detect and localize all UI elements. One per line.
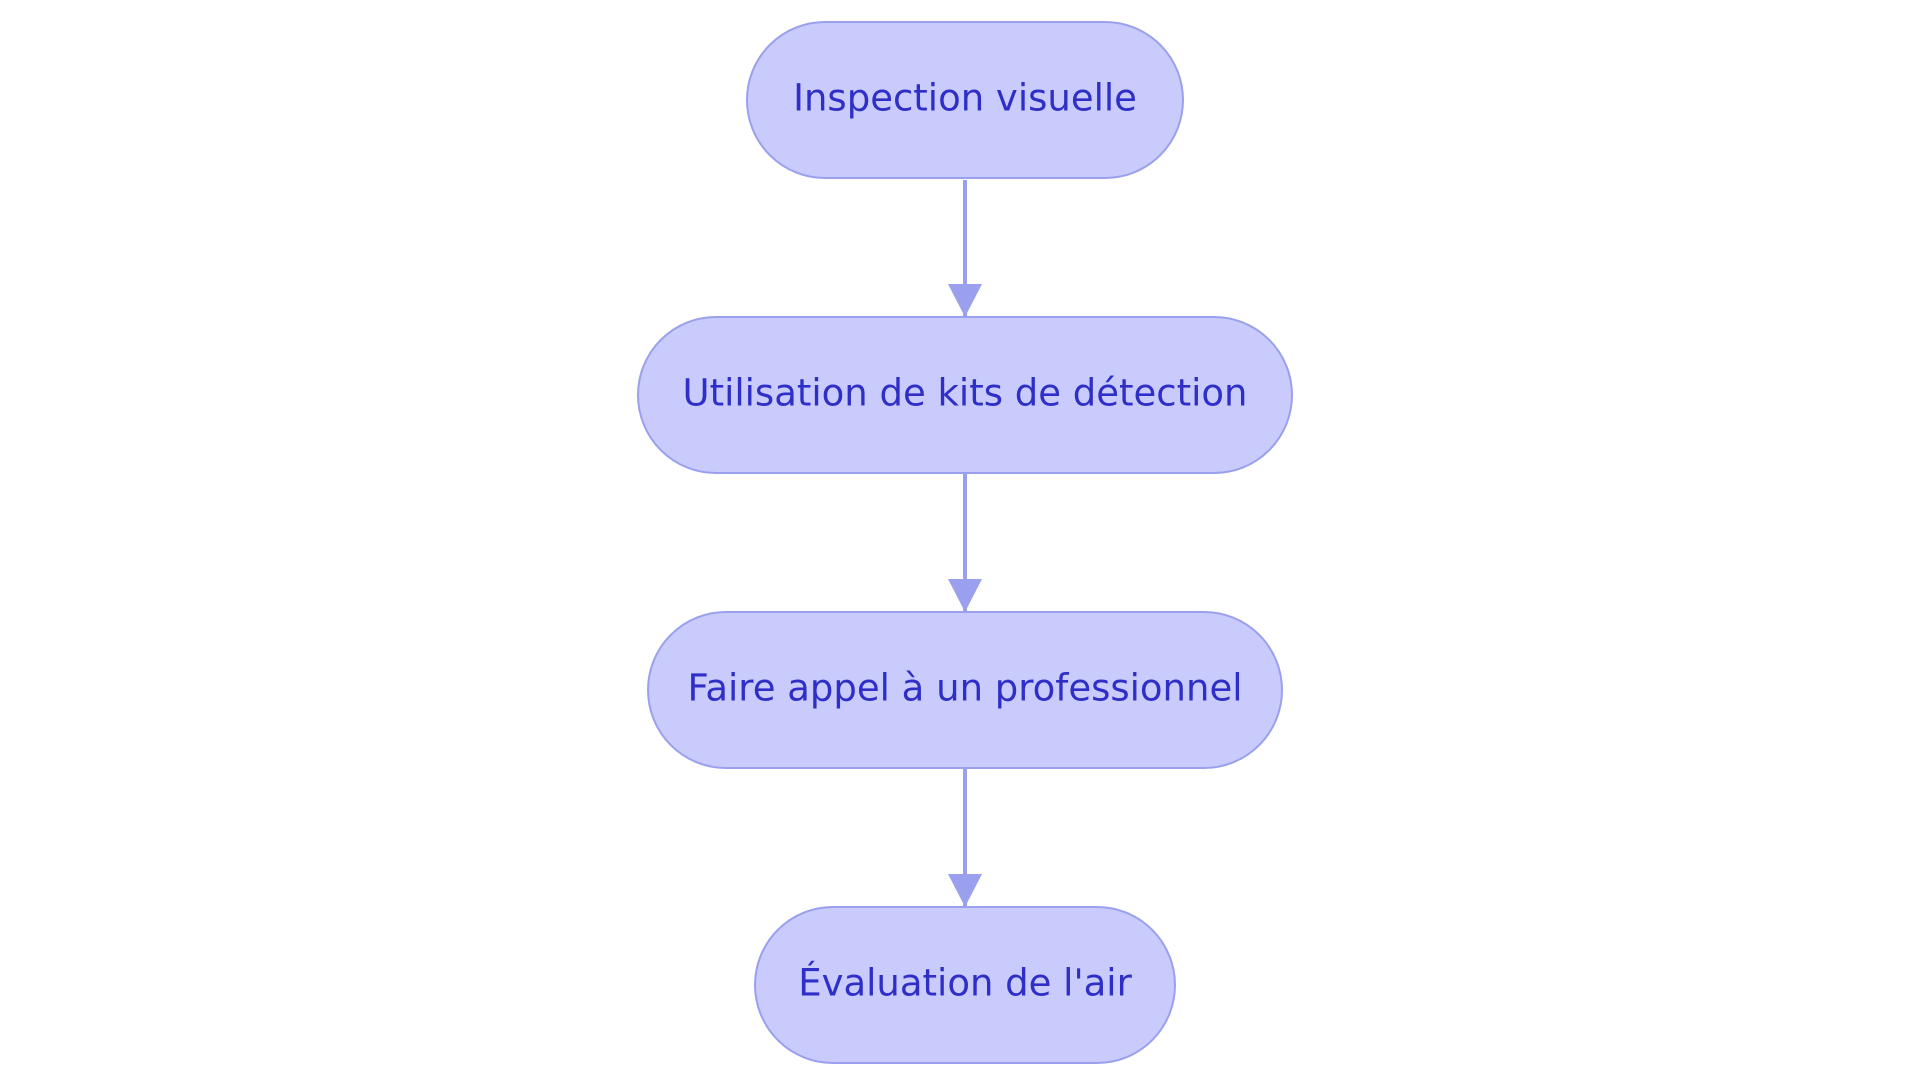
node-shape: [637, 316, 1293, 474]
arrowhead-inspection-to-kits: [948, 284, 982, 317]
node-shape: [746, 21, 1184, 179]
arrowhead-kits-to-professional: [948, 579, 982, 612]
edges: [948, 180, 982, 907]
node-label: Inspection visuelle: [793, 77, 1137, 120]
node-label: Faire appel à un professionnel: [687, 667, 1242, 710]
node-utilisation-kits: Utilisation de kits de détection: [637, 316, 1293, 474]
node-label: Utilisation de kits de détection: [682, 372, 1247, 415]
node-evaluation-air: Évaluation de l'air: [754, 906, 1176, 1064]
node-shape: [754, 906, 1176, 1064]
node-faire-appel-professionnel: Faire appel à un professionnel: [647, 611, 1283, 769]
node-label: Évaluation de l'air: [798, 961, 1132, 1005]
arrowhead-professional-to-air: [948, 874, 982, 907]
node-shape: [647, 611, 1283, 769]
node-inspection-visuelle: Inspection visuelle: [746, 21, 1184, 179]
